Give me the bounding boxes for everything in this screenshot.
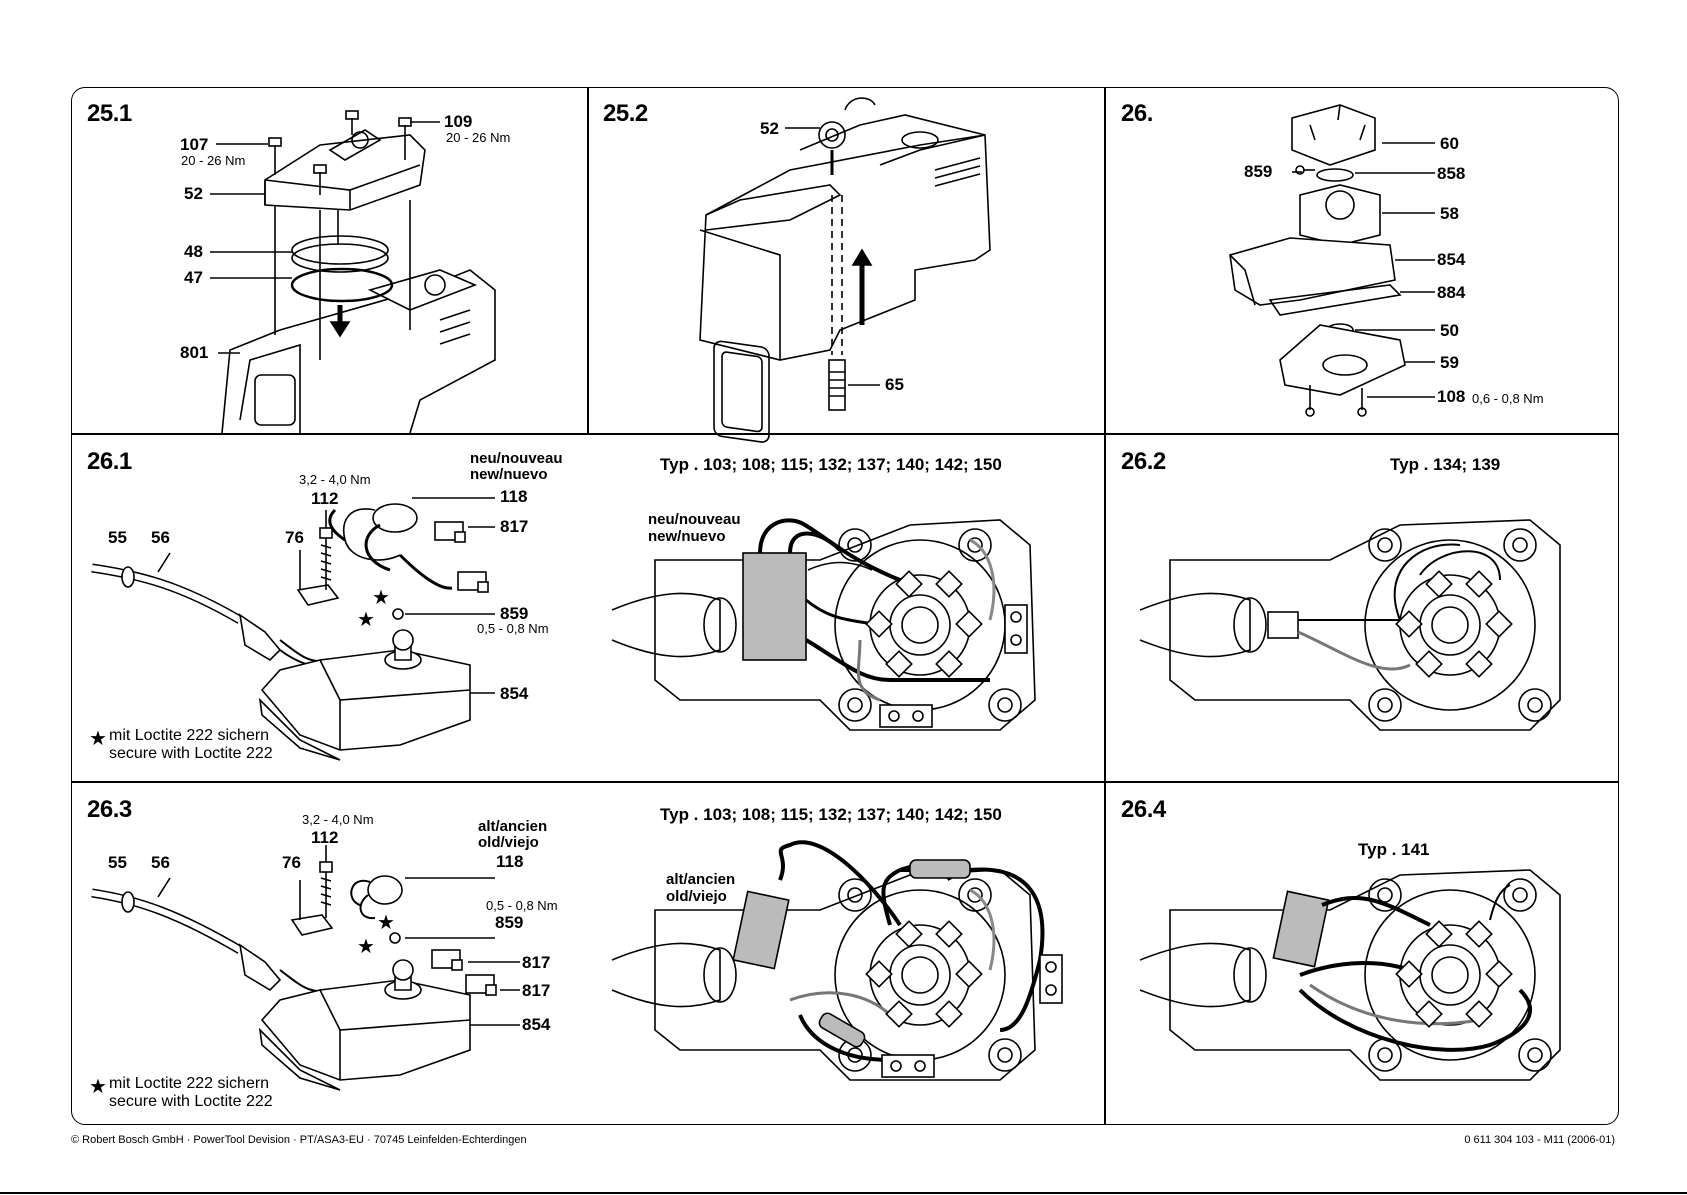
part-label-47: 47 <box>184 268 203 287</box>
panel-title-26-2: 26.2 <box>1121 448 1166 475</box>
part-label-52: 52 <box>760 119 779 138</box>
footer-copyright: © Robert Bosch GmbH · PowerTool Devision… <box>71 1134 527 1146</box>
loctite-star-marker: ★ <box>372 587 390 609</box>
loctite-star-marker: ★ <box>357 936 375 958</box>
loctite-note-de: mit Loctite 222 sichern <box>109 1075 270 1092</box>
part-label-108: 108 <box>1437 387 1466 406</box>
type-label: Typ . 103; 108; 115; 132; 137; 140; 142;… <box>660 455 1002 474</box>
part-label-76: 76 <box>282 853 301 872</box>
part-label-859: 859 <box>500 604 529 623</box>
part-label-884: 884 <box>1437 283 1466 302</box>
part-label-58: 58 <box>1440 204 1459 223</box>
part-label-55: 55 <box>108 528 127 547</box>
part-label-859: 859 <box>1244 162 1273 181</box>
part-label-854: 854 <box>522 1015 551 1034</box>
torque-107: 20 - 26 Nm <box>181 153 246 168</box>
new-label-2: new/nuevo <box>470 466 548 483</box>
part-label-50: 50 <box>1440 321 1459 340</box>
part-label-76: 76 <box>285 528 304 547</box>
loctite-note-star: ★ <box>89 728 107 750</box>
torque-112: 3,2 - 4,0 Nm <box>302 812 374 827</box>
part-label-56: 56 <box>151 853 170 872</box>
part-label-60: 60 <box>1440 134 1459 153</box>
loctite-note-de: mit Loctite 222 sichern <box>109 727 270 744</box>
divider-col-1 <box>587 87 589 433</box>
bottom-rule <box>0 1192 1687 1194</box>
part-label-817: 817 <box>522 981 551 1000</box>
part-label-859: 859 <box>495 913 524 932</box>
part-label-48: 48 <box>184 242 203 261</box>
loctite-note-en: secure with Loctite 222 <box>109 1093 273 1110</box>
diagram-frame <box>71 87 1619 1125</box>
part-label-118: 118 <box>496 852 524 871</box>
part-label-55: 55 <box>108 853 127 872</box>
divider-row-1 <box>71 433 1619 435</box>
part-label-107: 107 <box>180 135 209 154</box>
new-label-2: new/nuevo <box>648 528 726 545</box>
part-label-817: 817 <box>522 953 551 972</box>
part-label-59: 59 <box>1440 353 1459 372</box>
panel-title-26-3: 26.3 <box>87 796 132 823</box>
divider-row-2 <box>71 781 1619 783</box>
panel-title-26-4: 26.4 <box>1121 796 1166 823</box>
part-label-52: 52 <box>184 184 203 203</box>
part-label-109: 109 <box>444 112 473 131</box>
part-label-854: 854 <box>500 684 529 703</box>
part-label-801: 801 <box>180 343 209 362</box>
type-label: Typ . 134; 139 <box>1390 455 1501 474</box>
panel-title-26-1: 26.1 <box>87 448 132 475</box>
loctite-note-star: ★ <box>89 1076 107 1098</box>
loctite-star-marker: ★ <box>377 912 395 934</box>
part-label-858: 858 <box>1437 164 1466 183</box>
old-label-1: alt/ancien <box>666 871 736 888</box>
loctite-note-en: secure with Loctite 222 <box>109 745 273 762</box>
old-label-1: alt/ancien <box>478 818 548 835</box>
panel-title-26: 26. <box>1121 100 1153 127</box>
new-label-1: neu/nouveau <box>648 511 741 528</box>
footer-document-number: 0 611 304 103 - M11 (2006-01) <box>1464 1134 1615 1146</box>
type-label: Typ . 141 <box>1358 840 1430 859</box>
torque-109: 20 - 26 Nm <box>446 130 511 145</box>
loctite-star-marker: ★ <box>357 609 375 631</box>
torque-108: 0,6 - 0,8 Nm <box>1472 391 1544 406</box>
new-label-1: neu/nouveau <box>470 450 563 467</box>
part-label-817: 817 <box>500 517 529 536</box>
divider-col-2 <box>1104 87 1106 1125</box>
torque-859: 0,5 - 0,8 Nm <box>477 621 549 636</box>
type-label: Typ . 103; 108; 115; 132; 137; 140; 142;… <box>660 805 1002 824</box>
part-label-65: 65 <box>885 375 904 394</box>
old-label-2: old/viejo <box>478 834 539 851</box>
panel-title-25-2: 25.2 <box>603 100 648 127</box>
old-label-2: old/viejo <box>666 888 727 905</box>
part-label-112: 112 <box>311 828 339 847</box>
torque-859: 0,5 - 0,8 Nm <box>486 898 558 913</box>
part-label-56: 56 <box>151 528 170 547</box>
torque-112: 3,2 - 4,0 Nm <box>299 472 371 487</box>
part-label-854: 854 <box>1437 250 1466 269</box>
part-label-112: 112 <box>311 489 339 508</box>
part-label-118: 118 <box>500 487 528 506</box>
panel-title-25-1: 25.1 <box>87 100 132 127</box>
